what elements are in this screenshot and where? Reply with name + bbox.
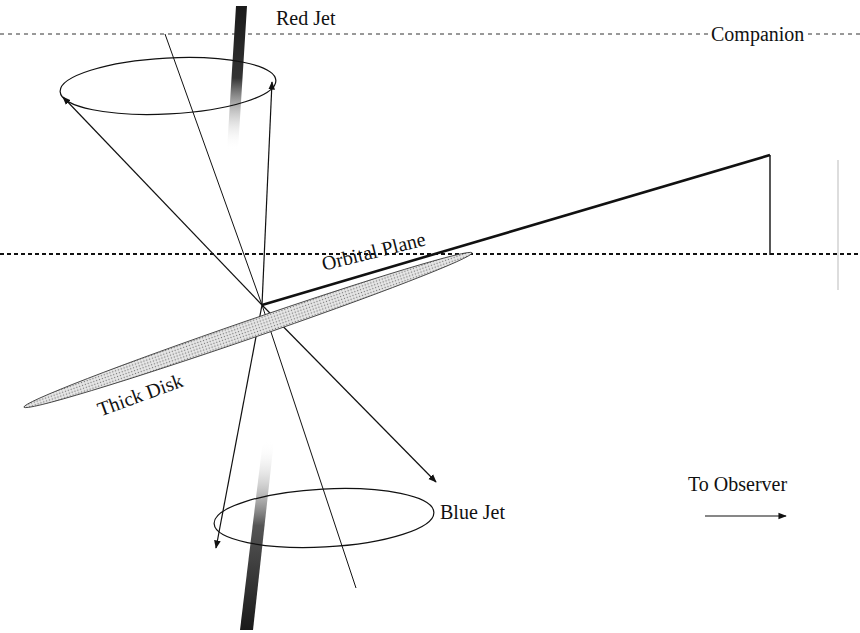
cone-edge xyxy=(262,82,272,305)
frame-mark xyxy=(838,160,839,290)
text-label: To Observer xyxy=(688,474,787,494)
thick-disk xyxy=(21,244,475,415)
text-label: Companion xyxy=(708,24,807,44)
text-label: Blue Jet xyxy=(440,502,505,522)
precession-ellipse xyxy=(59,52,278,119)
inclination-drop xyxy=(769,155,770,255)
line-of-sight xyxy=(262,155,770,305)
cone-edge xyxy=(262,305,436,482)
red-jet-bar xyxy=(227,6,247,150)
text-label: Orbital Plane xyxy=(320,229,428,274)
cone-edge xyxy=(63,97,262,305)
text-label: Red Jet xyxy=(276,8,335,28)
precession-ellipse xyxy=(213,483,436,552)
precession-axis xyxy=(262,305,356,588)
observer-arrow xyxy=(705,515,786,516)
blue-jet-bar xyxy=(240,440,274,630)
precession-axis xyxy=(165,34,262,305)
